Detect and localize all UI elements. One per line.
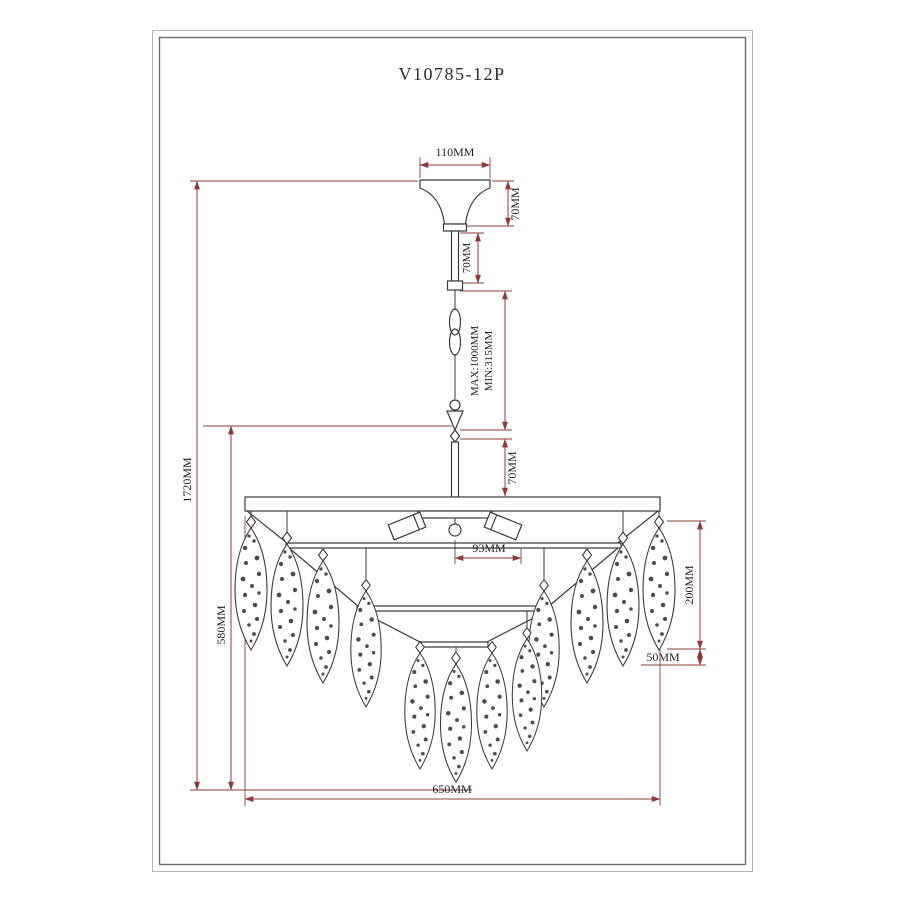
crystal-pendant <box>234 515 268 651</box>
model-number: V10785-12P <box>398 64 505 84</box>
crystal-pendant <box>306 548 340 684</box>
dim-overall-height: 1720MM <box>180 180 472 791</box>
dim-chain-min-label: MIN:315MM <box>483 331 495 392</box>
dim-lower-stem: 70MM <box>460 438 519 497</box>
chain <box>448 290 462 399</box>
dim-overall-height-label: 1720MM <box>180 457 194 503</box>
fixture <box>234 179 676 783</box>
dim-lower-stem-label: 70MM <box>505 451 519 485</box>
dim-upper-rod: 70MM <box>460 232 484 284</box>
dim-canopy-height-label: 70MM <box>508 187 522 221</box>
tier-rings <box>246 510 659 648</box>
hook <box>446 399 464 443</box>
dimensions: 110MM 70MM 70MM MAX:1000MM MIN:315MM <box>180 145 706 806</box>
ceiling-canopy <box>419 179 491 232</box>
crystal-pendant <box>476 641 508 770</box>
dim-canopy-height: 70MM <box>467 180 522 227</box>
dim-pendant-step: 50MM <box>641 648 706 666</box>
lower-stem <box>450 441 460 498</box>
dim-pendant-length: 200MM <box>667 520 706 650</box>
crystal-pendant <box>642 515 676 651</box>
mounting-plate <box>244 496 661 512</box>
crystal-pendant <box>404 641 436 770</box>
dim-chain-max-label: MAX:1000MM <box>469 326 481 397</box>
crystal-pendant <box>439 651 473 783</box>
dim-body-height: 580MM <box>203 425 452 791</box>
crystal-pendant <box>570 548 604 684</box>
dim-body-height-label: 580MM <box>214 605 228 645</box>
dim-canopy-width-label: 110MM <box>436 145 475 159</box>
pendant-wires <box>250 511 660 653</box>
dim-overall-width-label: 650MM <box>432 782 472 796</box>
dim-pendant-step-label: 50MM <box>646 650 680 664</box>
outer-border <box>152 30 753 872</box>
dim-upper-rod-label: 70MM <box>461 243 473 274</box>
crystal-pendant <box>606 531 640 667</box>
crystal-pendant <box>350 579 382 708</box>
lamp-holders <box>387 510 523 541</box>
center-hub <box>448 523 462 537</box>
dim-chain-length: MAX:1000MM MIN:315MM <box>460 290 512 431</box>
crystal-pendant <box>270 531 304 667</box>
inner-border <box>158 36 747 866</box>
dim-pendant-length-label: 200MM <box>682 565 696 605</box>
dim-canopy-width: 110MM <box>419 145 491 178</box>
